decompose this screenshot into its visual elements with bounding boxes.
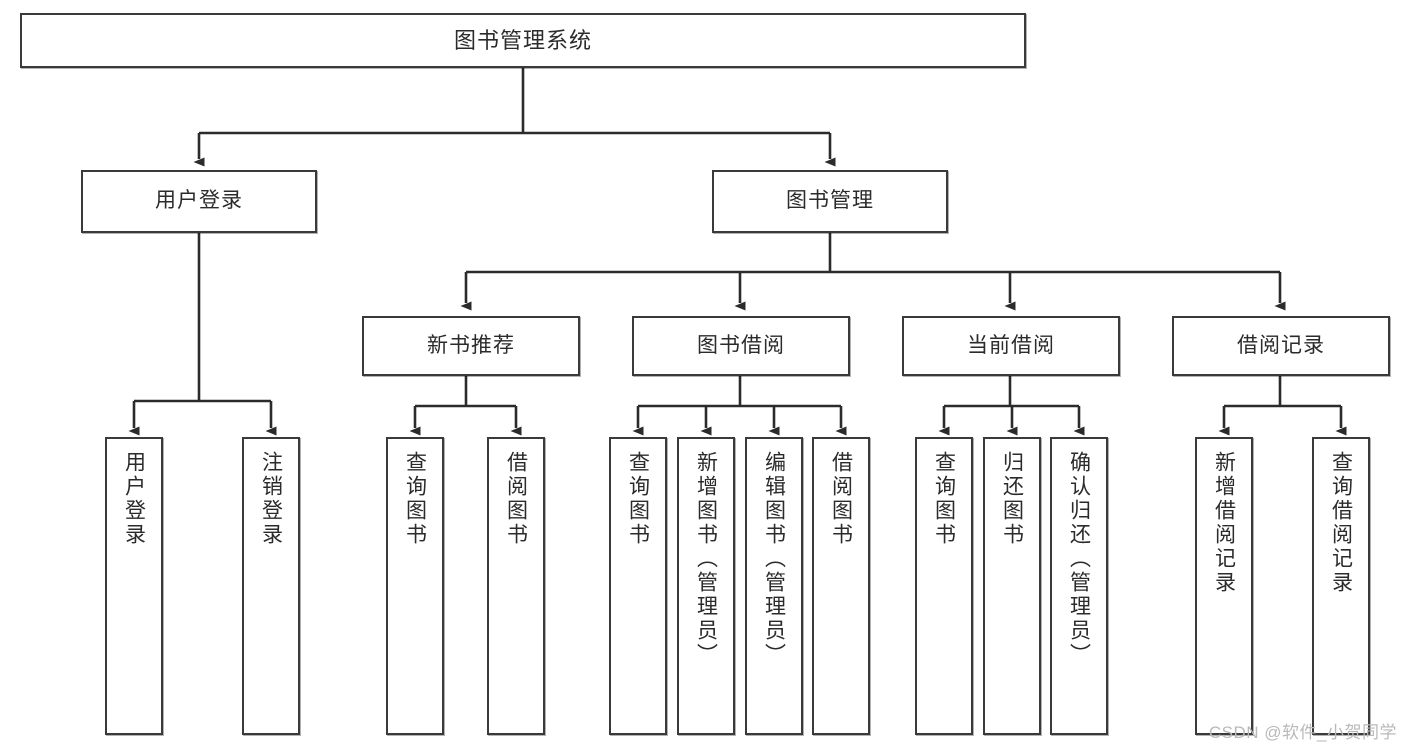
node-label: 借阅记录 <box>1237 333 1325 357</box>
leaf-user-logout[interactable]: 注销登录 <box>242 437 300 735</box>
node-label: 借阅图书 <box>504 451 528 547</box>
leaf-current-return-book[interactable]: 归还图书 <box>983 437 1041 735</box>
node-label: 新增图书（管理员） <box>694 451 718 667</box>
leaf-borrow-add-book-admin[interactable]: 新增图书（管理员） <box>677 437 735 735</box>
leaf-borrow-borrow-book[interactable]: 借阅图书 <box>812 437 870 735</box>
node-label: 归还图书 <box>1000 451 1024 547</box>
leaf-user-login[interactable]: 用户登录 <box>105 437 163 735</box>
node-label: 查询借阅记录 <box>1329 451 1353 595</box>
node-label: 查询图书 <box>932 451 956 547</box>
leaf-record-add-borrow-record[interactable]: 新增借阅记录 <box>1195 437 1253 735</box>
node-label: 查询图书 <box>626 451 650 547</box>
node-label: 用户登录 <box>122 451 146 547</box>
node-label: 新增借阅记录 <box>1212 451 1236 595</box>
node-label: 注销登录 <box>259 451 283 547</box>
leaf-recommend-borrow-book[interactable]: 借阅图书 <box>487 437 545 735</box>
node-current-borrow[interactable]: 当前借阅 <box>902 316 1120 376</box>
leaf-record-query-borrow-record[interactable]: 查询借阅记录 <box>1312 437 1370 735</box>
node-label: 图书借阅 <box>697 333 785 357</box>
node-label: 图书管理 <box>786 189 874 213</box>
node-label: 确认归还（管理员） <box>1067 451 1091 667</box>
node-borrow-record[interactable]: 借阅记录 <box>1172 316 1390 376</box>
node-label: 查询图书 <box>403 451 427 547</box>
leaf-current-query-book[interactable]: 查询图书 <box>915 437 973 735</box>
node-label: 当前借阅 <box>967 333 1055 357</box>
node-new-book-recommend[interactable]: 新书推荐 <box>362 316 580 376</box>
node-book-management[interactable]: 图书管理 <box>712 170 948 233</box>
leaf-current-confirm-return-admin[interactable]: 确认归还（管理员） <box>1050 437 1108 735</box>
node-label: 借阅图书 <box>829 451 853 547</box>
node-label: 编辑图书（管理员） <box>762 451 786 667</box>
node-user-login[interactable]: 用户登录 <box>81 170 317 233</box>
node-label: 用户登录 <box>155 189 243 213</box>
node-label: 图书管理系统 <box>453 27 592 53</box>
watermark-text: CSDN @软件_小贺同学 <box>1208 723 1397 742</box>
leaf-borrow-query-book[interactable]: 查询图书 <box>609 437 667 735</box>
leaf-recommend-query-book[interactable]: 查询图书 <box>386 437 444 735</box>
node-book-borrow[interactable]: 图书借阅 <box>632 316 850 376</box>
node-root-system[interactable]: 图书管理系统 <box>20 13 1026 68</box>
leaf-borrow-edit-book-admin[interactable]: 编辑图书（管理员） <box>745 437 803 735</box>
node-label: 新书推荐 <box>427 333 515 357</box>
